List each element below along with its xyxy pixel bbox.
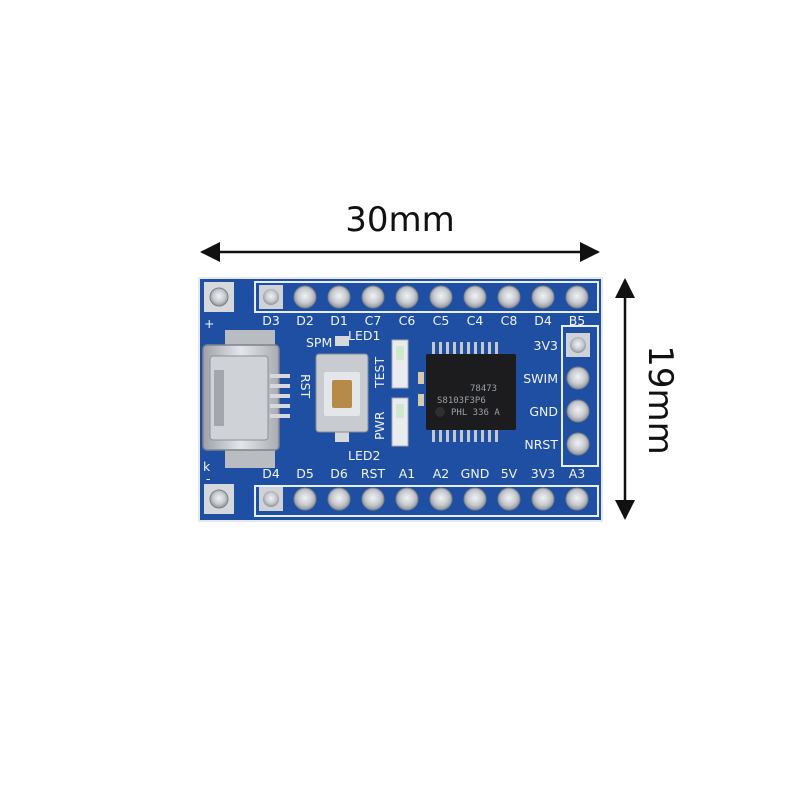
silkscreen-frames [254,281,599,517]
top-pin-label: D1 [330,313,348,328]
bottom-pin-label: RST [361,466,386,481]
bottom-pin-labels: D4 D5 D6 RST A1 A2 GND 5V 3V3 A3 [262,466,585,481]
top-pin-label: C8 [501,313,518,328]
top-pin-label: D4 [534,313,552,328]
top-pin-label: C7 [365,313,382,328]
swim-pin-label: GND [529,404,558,419]
k-silk-label: k [203,459,211,474]
bottom-pin-label: D4 [262,466,280,481]
bottom-pin-label: D6 [330,466,348,481]
led-indicators [391,339,409,447]
top-pin-label: C6 [399,313,416,328]
chip-marking-2: S8103F3P6 [437,396,486,406]
mcu-chip: 78473 S8103F3P6 PHL 336 A [426,342,516,442]
minus-silk-label: - [206,471,211,486]
swim-header-pins [566,333,590,456]
smd-capacitors [418,372,424,406]
pwr-silk-label: PWR [372,411,387,440]
plus-silk-label: + [204,316,214,331]
swim-pin-labels: 3V3 SWIM GND NRST [523,338,558,452]
led1-silk-label: LED1 [348,328,380,343]
bottom-pin-label: GND [461,466,490,481]
bottom-pin-label: A3 [569,466,586,481]
swim-pin-label: NRST [524,437,558,452]
top-pin-label: D2 [296,313,314,328]
top-pin-label: C5 [433,313,450,328]
bottom-pin-label: D5 [296,466,314,481]
test-silk-label: TEST [372,357,387,389]
reset-button [315,336,369,442]
top-pin-label: B5 [569,313,586,328]
top-pin-labels: D3 D2 D1 C7 C6 C5 C4 C8 D4 B5 [262,313,585,328]
swim-pin-label: SWIM [523,371,558,386]
top-pin-label: D3 [262,313,280,328]
top-header-pins [259,285,589,309]
chip-marking-1: 78473 [470,384,497,394]
spm-silk-label: SPM [306,335,332,350]
chip-marking-3: PHL 336 A [451,408,500,418]
top-pin-label: C4 [467,313,484,328]
bottom-pin-label: 3V3 [531,466,555,481]
led2-silk-label: LED2 [348,448,380,463]
bottom-pin-label: A2 [433,466,450,481]
micro-usb-connector [202,330,290,468]
bottom-header-pins [259,487,589,511]
rst-silk-label: RST [298,374,313,399]
swim-pin-label: 3V3 [534,338,558,353]
width-dimension-label: 30mm [345,200,455,240]
bottom-pin-label: A1 [399,466,416,481]
bottom-pin-label: 5V [501,466,518,481]
